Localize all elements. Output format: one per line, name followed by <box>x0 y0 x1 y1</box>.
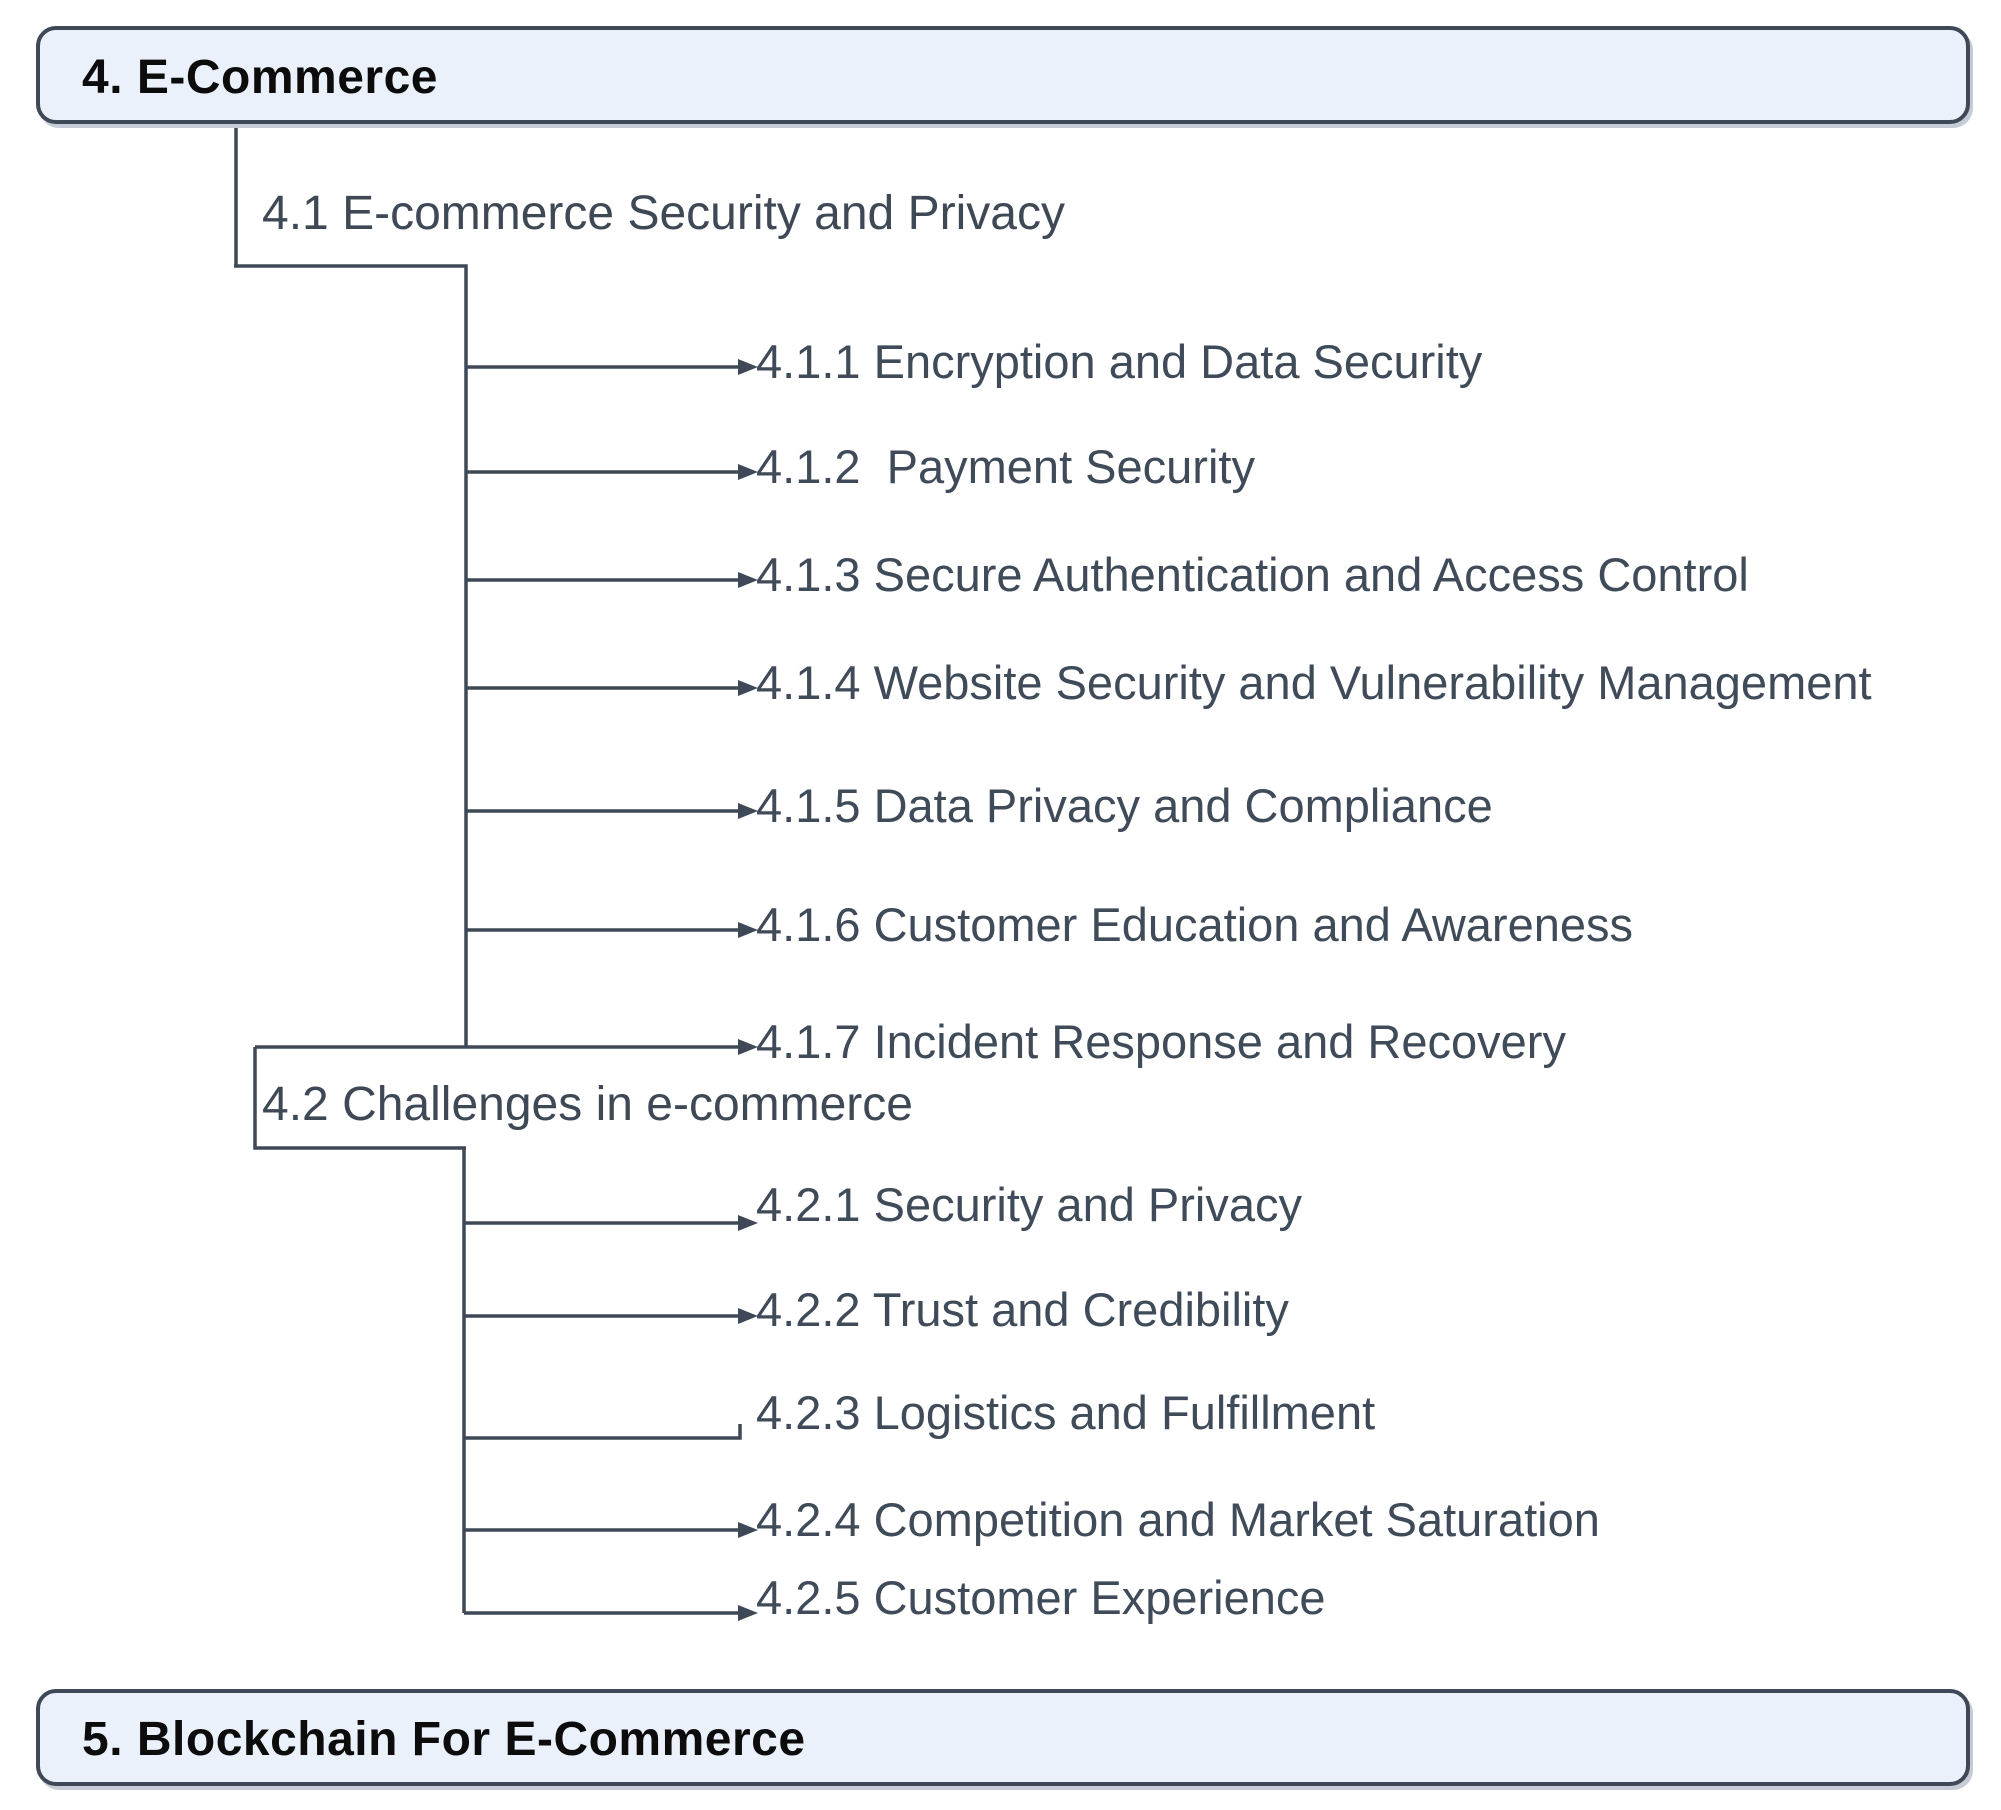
section-label-4-2: 4.2 Challenges in e-commerce <box>262 1078 913 1131</box>
node-box-ecommerce: 4. E-Commerce <box>36 26 1970 124</box>
arrowhead-4.1.6 <box>738 922 758 938</box>
tree-item-4.2.3: 4.2.3 Logistics and Fulfillment <box>756 1386 1376 1439</box>
connector-4-1-trunk <box>234 264 468 1047</box>
arrowhead-4.2.2 <box>738 1308 758 1324</box>
tree-item-4.2.2: 4.2.2 Trust and Credibility <box>756 1283 1289 1336</box>
node-label-ecommerce: 4. E-Commerce <box>82 50 438 104</box>
arrowhead-4.1.4 <box>738 680 758 696</box>
tree-item-4.1.1: 4.1.1 Encryption and Data Security <box>756 335 1483 388</box>
tree-item-4.1.6: 4.1.6 Customer Education and Awareness <box>756 898 1634 951</box>
arrowhead-4.1.2 <box>738 464 758 480</box>
tree-item-4.1.3: 4.1.3 Secure Authentication and Access C… <box>756 548 1749 601</box>
tree-item-4.2.4: 4.2.4 Competition and Market Saturation <box>756 1493 1600 1546</box>
connector-4.2.3 <box>464 1424 742 1440</box>
tree-item-4.2.5: 4.2.5 Customer Experience <box>756 1571 1326 1624</box>
node-box-blockchain: 5. Blockchain For E-Commerce <box>36 1689 1970 1786</box>
node-label-blockchain: 5. Blockchain For E-Commerce <box>82 1713 806 1766</box>
tree-item-4.1.5: 4.1.5 Data Privacy and Compliance <box>756 779 1493 832</box>
arrowhead-4.2.5 <box>738 1605 758 1621</box>
arrowhead-4.2.4 <box>738 1522 758 1538</box>
tree-item-4.1.2: 4.1.2 Payment Security <box>756 440 1255 493</box>
tree-item-4.2.1: 4.2.1 Security and Privacy <box>756 1178 1302 1231</box>
tree-item-4.1.4: 4.1.4 Website Security and Vulnerability… <box>756 656 1872 709</box>
arrowhead-4.1.1 <box>738 359 758 375</box>
arrowhead-4.1.7 <box>738 1039 758 1055</box>
tree-item-4.1.7: 4.1.7 Incident Response and Recovery <box>756 1015 1566 1068</box>
connector-4-2-label-outline <box>253 1047 466 1150</box>
arrowhead-4.1.3 <box>738 572 758 588</box>
arrowhead-4.1.5 <box>738 803 758 819</box>
arrowhead-4.2.1 <box>738 1215 758 1231</box>
section-label-4-1: 4.1 E-commerce Security and Privacy <box>262 187 1065 240</box>
